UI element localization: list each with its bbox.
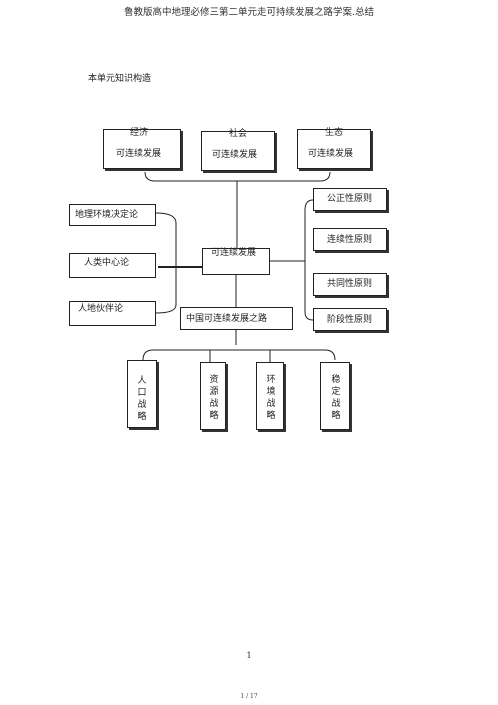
social-box: 社会 可连续发展 [201,129,275,171]
left-box-anthropocentrism: 人类中心论 [69,253,156,278]
principle-label: 公正性原则 [327,194,373,204]
environment-strategy-box: 环境战略 [256,362,284,430]
right-box-continuity: 连续性原则 [313,228,387,251]
ecological-sublabel: 可连续发展 [308,149,354,159]
china-path-label: 中国可连续发展之路 [186,314,268,324]
right-box-commonality: 共同性原则 [313,273,387,296]
china-path-box: 中国可连续发展之路 [180,307,293,330]
left-box-label: 人类中心论 [84,258,130,268]
right-bracket [304,199,314,321]
page-number: 1 [246,651,252,660]
strategy-label: 环境战略 [266,375,276,421]
population-strategy-box: 人口战略 [127,360,157,428]
ecological-box: 生态 可连续发展 [297,129,371,169]
stability-strategy-box: 稳定战略 [320,362,350,430]
strategy-label: 稳定战略 [331,375,341,421]
social-label: 社会 [229,129,248,139]
principle-label: 阶段性原则 [327,315,373,325]
ecological-label: 生态 [325,128,344,138]
left-box-label: 地理环境决定论 [75,210,139,220]
sustainable-development-box: 可连续发展 [202,248,270,275]
economic-box: 经济 可连续发展 [103,129,181,169]
social-sublabel: 可连续发展 [212,150,258,160]
right-box-stage: 阶段性原则 [313,308,387,331]
economic-label: 经济 [130,128,149,138]
left-box-partnership: 人地伙伴论 [69,301,156,326]
economic-sublabel: 可连续发展 [116,149,162,159]
left-box-determinism: 地理环境决定论 [69,204,156,226]
principle-label: 共同性原则 [327,279,373,289]
principle-label: 连续性原则 [327,235,373,245]
center-label: 可连续发展 [211,248,257,258]
right-box-fairness: 公正性原则 [313,188,387,211]
section-title: 本单元知识构造 [88,74,152,84]
page-footer: 1 / 17 [240,693,258,700]
top-brace [144,171,331,182]
bottom-brace [142,330,336,361]
resource-strategy-box: 资源战略 [200,362,226,430]
left-bracket [155,212,177,314]
left-box-label: 人地伙伴论 [78,304,124,314]
document-header: 鲁教版高中地理必修三第二单元走可持续发展之路学案.总结 [123,7,375,18]
strategy-label: 资源战略 [209,375,219,421]
strategy-label: 人口战略 [137,376,147,422]
